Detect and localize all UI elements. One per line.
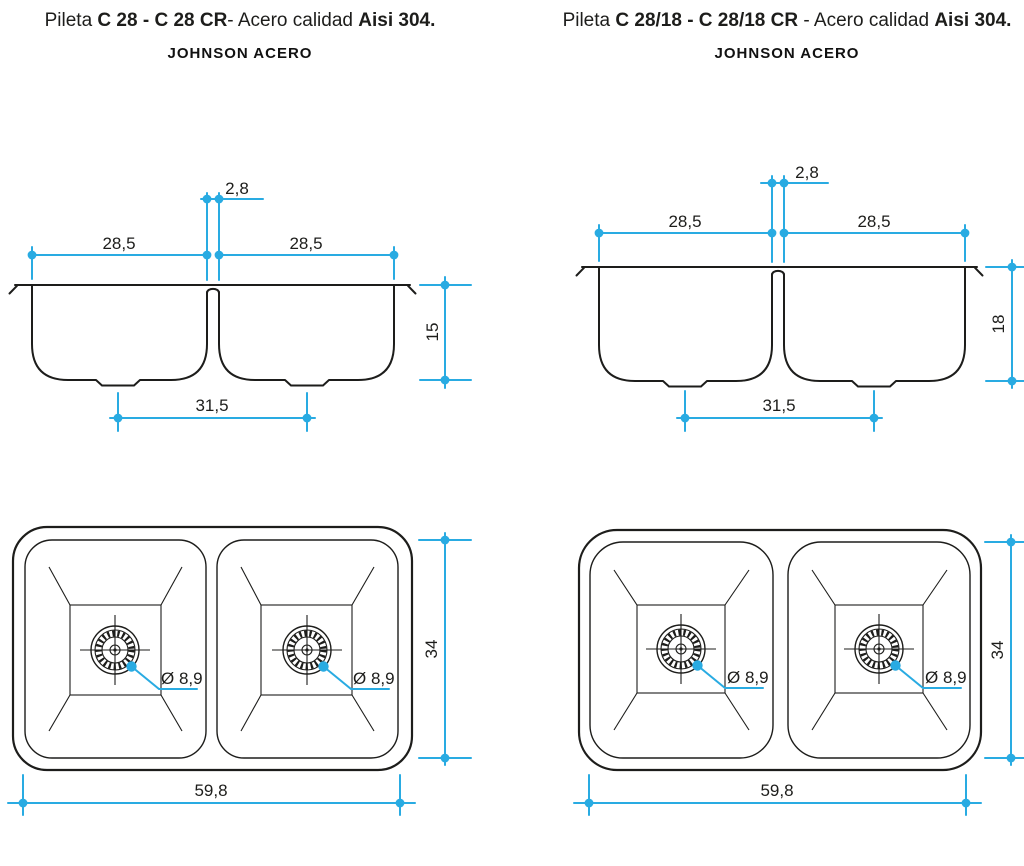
divider-gap-dimension: 2,8 — [200, 179, 264, 281]
length-label: 34 — [422, 640, 441, 659]
panel-left-brand: JOHNSON ACERO — [167, 45, 313, 62]
drain-leader-left: Ø 8,9 — [692, 660, 769, 689]
overall-width-label: 59,8 — [194, 781, 227, 800]
panel-right-brand: JOHNSON ACERO — [714, 45, 860, 62]
drain-strainer-left — [646, 614, 716, 684]
bowl-left-profile — [598, 266, 773, 388]
divider-gap-label: 2,8 — [225, 179, 249, 198]
bowl-fold-lines — [613, 569, 948, 731]
sink-top-view — [11, 525, 414, 772]
title-prefix: Pileta — [562, 10, 616, 31]
divider-arch — [771, 269, 785, 276]
bowl-width-dimensions: 28,5 28,5 — [594, 212, 970, 262]
depth-dimension: 15 — [419, 276, 472, 389]
bowl-left-profile — [31, 284, 208, 387]
drain-spacing-label: 31,5 — [762, 396, 795, 415]
plan-drawing-right: Ø 8,9 Ø 8,9 34 59,8 — [573, 528, 1024, 816]
title-prefix: Pileta — [44, 10, 98, 31]
bowl-left-width-label: 28,5 — [102, 234, 135, 253]
divider-arch — [206, 287, 220, 294]
bowl-right — [787, 541, 971, 759]
drain-spacing-dimension: 31,5 — [676, 390, 883, 432]
title-grade: Aisi 304. — [934, 10, 1012, 31]
elevation-drawing-left: 2,8 28,5 28,5 15 31,5 — [8, 179, 472, 432]
drain-diameter-left-label: Ø 8,9 — [161, 669, 203, 688]
sink-cross-section — [8, 284, 417, 387]
overall-width-dimension: 59,8 — [573, 774, 982, 816]
bowl-right-width-label: 28,5 — [289, 234, 322, 253]
bowl-right-profile — [783, 266, 966, 388]
drain-diameter-right-label: Ø 8,9 — [925, 668, 967, 687]
title-grade: Aisi 304. — [358, 10, 436, 31]
depth-label: 15 — [423, 323, 442, 342]
elevation-drawing-right: 2,8 28,5 28,5 18 31,5 — [575, 163, 1024, 432]
bowl-right — [216, 539, 399, 759]
depth-label: 18 — [989, 315, 1008, 334]
drain-diameter-right-label: Ø 8,9 — [353, 669, 395, 688]
drain-strainer-right — [844, 614, 914, 684]
drain-leader-right: Ø 8,9 — [890, 660, 967, 689]
bowl-left — [589, 541, 774, 759]
drain-spacing-dimension: 31,5 — [109, 392, 316, 432]
bowl-right-bottom — [834, 604, 924, 694]
title-mid: - Acero calidad — [798, 10, 935, 31]
depth-dimension: 18 — [985, 259, 1024, 389]
title-model: C 28/18 - C 28/18 CR — [615, 10, 799, 31]
title-model: C 28 - C 28 CR — [97, 10, 228, 31]
drain-strainer-left — [80, 615, 150, 685]
bowl-width-dimensions: 28,5 28,5 — [27, 234, 399, 280]
divider-gap-dimension: 2,8 — [760, 163, 829, 263]
title-mid: - Acero calidad — [227, 10, 359, 31]
outer-rim — [11, 525, 414, 772]
sink-cross-section — [575, 266, 984, 388]
divider-gap-label: 2,8 — [795, 163, 819, 182]
overall-width-label: 59,8 — [760, 781, 793, 800]
length-label: 34 — [988, 641, 1007, 660]
right-flange-tick — [407, 284, 417, 295]
bowl-right-profile — [218, 284, 395, 387]
bowl-left-bottom — [69, 604, 162, 696]
drain-diameter-left-label: Ø 8,9 — [727, 668, 769, 687]
drain-leader-left: Ø 8,9 — [126, 661, 203, 690]
drain-strainer-right — [272, 615, 342, 685]
bowl-right-width-label: 28,5 — [857, 212, 890, 231]
right-flange-tick — [974, 266, 984, 277]
bowl-left — [24, 539, 207, 759]
left-flange-tick — [575, 266, 585, 277]
plan-drawing-left: Ø 8,9 Ø 8,9 34 59,8 — [7, 525, 472, 816]
panel-left-title: Pileta C 28 - C 28 CR- Acero calidad Ais… — [0, 10, 480, 32]
drain-leader-right: Ø 8,9 — [318, 661, 395, 690]
length-dimension: 34 — [418, 532, 472, 766]
panel-right-title: Pileta C 28/18 - C 28/18 CR - Acero cali… — [552, 10, 1022, 32]
drain-spacing-label: 31,5 — [195, 396, 228, 415]
length-dimension: 34 — [984, 534, 1024, 766]
left-flange-tick — [8, 284, 18, 295]
sink-top-view — [577, 528, 983, 772]
bowl-fold-lines — [48, 566, 375, 732]
bowl-left-width-label: 28,5 — [668, 212, 701, 231]
bowl-right-bottom — [260, 604, 353, 696]
outer-rim — [577, 528, 983, 772]
overall-width-dimension: 59,8 — [7, 774, 416, 816]
bowl-left-bottom — [636, 604, 726, 694]
